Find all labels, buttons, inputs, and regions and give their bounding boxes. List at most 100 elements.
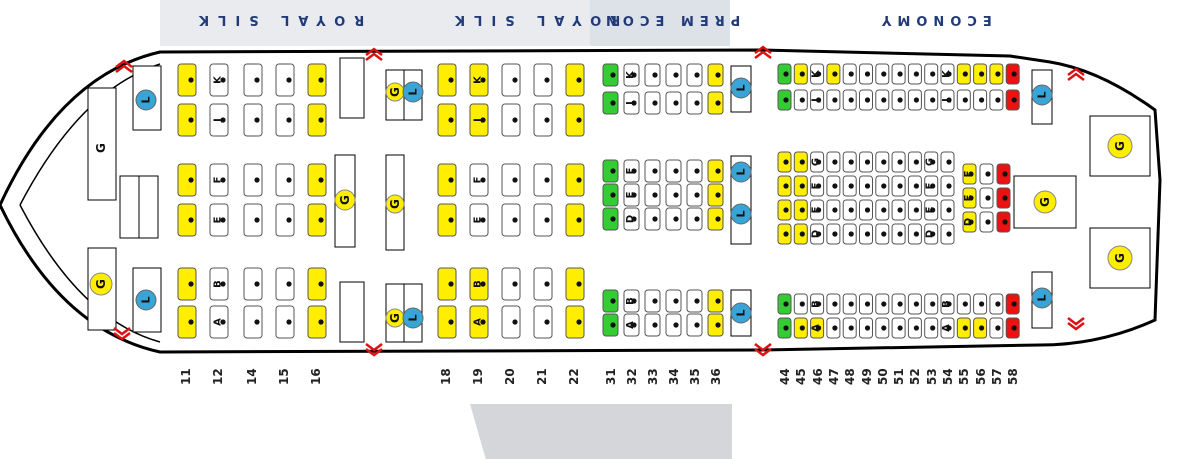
seat-rs1-r3-g0-s1-dot [286,117,292,123]
row-number-label: 48 [843,368,858,386]
seat-pe-r1-g1-s1-letter: E [625,191,636,198]
seat-ec-rear-b-0-dot [985,171,991,177]
row-number-label: 56 [973,368,988,386]
exit-icon-5-2 [113,327,131,336]
seat-rs1-r0-g0-s1 [177,103,197,137]
seat-ec-up-r2-s0-dot [816,71,822,77]
seat-rs2-r1-g0-s0-dot [480,77,486,83]
seat-rs1-r3-g2-s0-dot [286,281,292,287]
seat-ec-mid-r7-s1-dot [897,183,903,189]
seat-ec-mid-r0-s3-dot [783,231,789,237]
seat-ec-up-r14-s0-dot [1011,71,1017,77]
seat-ec-lo-r3-s0-dot [832,301,838,307]
seat-pe-r5-g1-s0-dot [715,168,721,174]
seat-rs2-r0-g2-s1 [437,305,457,339]
seat-ec-lo-r11-s1-dot [962,325,968,331]
seat-ec-up-r13-s1-dot [995,97,1001,103]
seat-ec-up-r9-s1-dot [930,97,936,103]
seat-rs2-r1-g1-s0 [469,163,489,197]
seat-pe-r0-g2-s0-dot [610,298,616,304]
seat-rs1-r0-g2-s1 [177,305,197,339]
row-number-label: 34 [667,368,681,386]
seat-rs2-r1-g0-s1 [469,103,489,137]
seat-ec-mid-r8-s2-dot [913,207,920,213]
seat-rs2-r2-g0-s0-dot [512,77,518,83]
seat-ec-up-r5-s1-dot [864,97,871,103]
seat-rs2-r1-g2-s1-letter: A [473,318,484,326]
seat-ec-mid-r2-s3-dot [816,231,822,237]
seat-pe-r1-g0-s0-letter: K [625,70,636,79]
row-number-label: 33 [646,368,660,386]
seat-ec-rear-c-1-dot [1002,195,1008,201]
seat-ec-mid-r7-s3-dot [897,231,903,237]
seat-ec-lo-r13-s0-dot [995,301,1001,307]
seat-rs1-r1-g2-s0-letter: B [213,280,224,288]
row-number-label: 19 [471,368,485,386]
row-number-label: 32 [625,368,639,386]
seat-ec-up-r5-s0-dot [864,71,871,77]
seat-rs1-r3-g1-s0-dot [286,177,292,183]
seat-rs1-r4-g2-s0-dot [318,281,324,287]
seat-pe-r3-g2-s1-dot [673,322,679,328]
galley-icon-mid-2-label: G [388,199,402,209]
seat-rs1-r2-g0-s1 [243,103,263,137]
seat-rs1-r1-g1-s1-dot [220,217,226,223]
galley-icon-rear-mid [1033,190,1057,214]
row-number-label: 14 [245,368,259,386]
seat-rs1-r2-g0-s0-dot [254,77,260,83]
seat-rs1-r1-g2-s1-letter: A [213,318,224,326]
seat-rs1-r2-g0-s0 [243,63,263,97]
seat-ec-up-r8-s0-dot [913,71,920,77]
seat-ec-mid-r2-s2-dot [816,207,822,213]
seat-pe-r1-g1-s0-dot [631,168,637,174]
seat-pe-r5-g0-s1-dot [715,100,721,106]
seat-ec-lo-r11-s0-dot [962,301,968,307]
exit-icon-3-2 [754,50,772,59]
seat-ec-lo-r0-s1-dot [783,325,789,331]
seat-ec-lo-r7-s1-dot [897,325,903,331]
seat-ec-lo-r2-s0-letter: B [811,300,822,308]
galley-icon-rear-mid-label: G [1038,197,1052,207]
seat-ec-mid-r10-s3-dot [946,231,952,237]
seat-rs1-r0-g2-s1-dot [188,319,194,325]
seat-rs1-r1-g0-s0 [209,63,229,97]
lavatory-icon-pe-3 [730,203,752,225]
seat-pe-r2-g1-s0-dot [652,168,658,174]
row-number-label: 36 [709,368,723,386]
header-band-prem-econ [590,0,730,46]
lavatory-icon-front-2-label: L [140,296,153,303]
row-number-label: 57 [989,368,1004,386]
seat-ec-mid-r4-s2-dot [848,207,854,213]
seat-ec-mid-r4-s0-dot [848,159,854,165]
seat-ec-mid-r2-s0-letter: G [811,158,822,166]
seat-ec-mid-r10-s1-dot [946,183,952,189]
seat-rs2-r2-g1-s1-dot [512,217,518,223]
exit-icon-4-2 [1067,72,1085,81]
seat-ec-rear-b-1-dot [985,195,991,201]
row-number-label: 16 [309,368,323,386]
seat-rs2-r4-g0-s1-dot [576,117,582,123]
seat-ec-up-r6-s0-dot [881,71,887,77]
seat-ec-mid-r3-s2-dot [832,207,838,213]
seat-ec-up-r4-s1-dot [848,97,854,103]
seat-rs1-r1-g0-s0-letter: K [213,75,224,84]
seat-ec-up-r2-s0-letter: K [811,69,822,78]
lavatory-icon-rear-2-label: L [1036,294,1049,301]
seat-ec-lo-r12-s0-dot [979,301,985,307]
seat-rs1-r2-g2-s0 [243,267,263,301]
door-ramp-shadow [470,404,732,459]
row-number-label: 18 [439,368,453,386]
seat-ec-mid-r5-s1-dot [864,183,871,189]
seat-ec-rear-a-1-dot [968,195,974,201]
exit-icon-2-2 [365,52,383,61]
seat-ec-mid-r9-s2-letter: E [925,206,936,213]
seat-pe-r0-g2-s1-dot [610,322,616,328]
front-galley-upper [87,87,117,201]
galley-icon-rear-1 [1107,133,1133,159]
exit-icon-1-2 [115,64,133,73]
seat-rs1-r4-g2-s0 [307,267,327,301]
row-number-label: 22 [567,368,581,386]
seat-rs2-r0-g2-s0-dot [448,281,454,287]
seat-ec-mid-r0-s0-dot [783,159,789,165]
seat-ec-up-r4-s0-dot [848,71,854,77]
